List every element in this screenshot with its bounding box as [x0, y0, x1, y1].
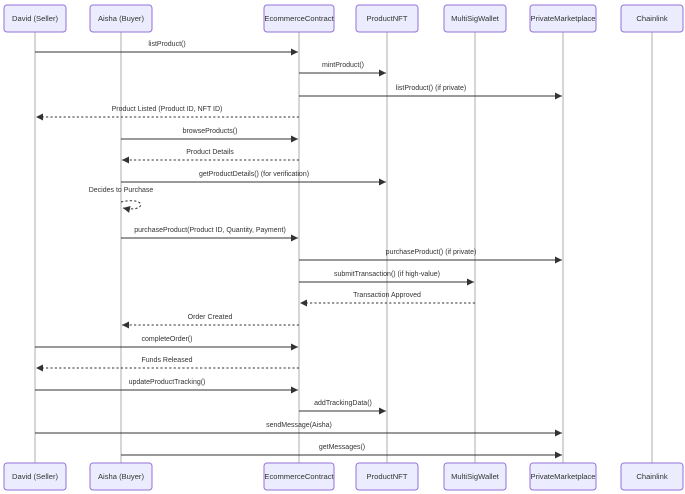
- actor-aisha-bottom: Aisha (Buyer): [89, 462, 153, 491]
- actor-label: David (Seller): [12, 472, 58, 481]
- actor-label: Chainlink: [636, 14, 667, 23]
- message-label: Funds Released: [142, 357, 193, 364]
- actor-box: [355, 462, 419, 491]
- message-3: listProduct() (if private): [299, 85, 562, 100]
- message-13: Order Created: [122, 314, 299, 329]
- actor-productnft-bottom: ProductNFT: [355, 462, 419, 491]
- message-17: addTrackingData(): [299, 400, 386, 415]
- message-label: Decides to Purchase: [89, 187, 154, 194]
- actor-multisig-bottom: MultiSigWallet: [443, 462, 507, 491]
- message-9: purchaseProduct(Product ID, Quantity, Pa…: [121, 227, 298, 242]
- message-label: sendMessage(Aisha): [266, 422, 332, 429]
- message-label: Order Created: [188, 314, 233, 321]
- actor-box: [355, 4, 419, 33]
- message-1: listProduct(): [35, 41, 298, 56]
- message-14: completeOrder(): [35, 336, 298, 351]
- message-5: browseProducts(): [121, 128, 298, 143]
- message-15: Funds Released: [36, 357, 299, 372]
- message-label: mintProduct(): [322, 62, 364, 69]
- message-2: mintProduct(): [299, 62, 386, 77]
- messages: listProduct() mintProduct() listProduct() …: [35, 41, 562, 459]
- actor-box: [529, 4, 597, 33]
- message-label: updateProductTracking(): [129, 379, 206, 386]
- actor-ecommerce-bottom: EcommerceContract: [263, 462, 335, 491]
- message-10: purchaseProduct() (if private): [299, 249, 562, 264]
- lifelines: [34, 32, 653, 463]
- message-label: Product Listed (Product ID, NFT ID): [112, 106, 223, 113]
- actor-multisig-top: MultiSigWallet: [443, 4, 507, 33]
- actor-chainlink-top: Chainlink: [620, 4, 684, 33]
- actor-box: [89, 4, 153, 33]
- message-6: Product Details: [122, 149, 299, 164]
- message-label: listProduct() (if private): [396, 85, 466, 92]
- message-label: addTrackingData(): [314, 400, 372, 407]
- message-label: submitTransaction() (if high-value): [334, 271, 440, 278]
- actor-ecommerce-top: EcommerceContract: [263, 4, 335, 33]
- actor-label: Aisha (Buyer): [98, 14, 144, 23]
- message-label: getProductDetails() (for verification): [199, 171, 309, 178]
- actor-box: [443, 462, 507, 491]
- actor-box: [3, 462, 67, 491]
- actor-label: EcommerceContract: [264, 14, 334, 23]
- actor-chainlink-bottom: Chainlink: [620, 462, 684, 491]
- message-label: browseProducts(): [183, 128, 238, 135]
- message-11: submitTransaction() (if high-value): [299, 271, 474, 286]
- message-19: getMessages(): [121, 444, 562, 459]
- actor-box: [263, 4, 335, 33]
- actor-private-bottom: PrivateMarketplace: [529, 462, 597, 491]
- actor-label: Chainlink: [636, 472, 667, 481]
- actor-aisha-top: Aisha (Buyer): [89, 4, 153, 33]
- message-16: updateProductTracking(): [35, 379, 298, 394]
- message-8: Decides to Purchase: [89, 187, 154, 213]
- actor-box: [443, 4, 507, 33]
- actor-label: PrivateMarketplace: [531, 14, 596, 23]
- message-label: completeOrder(): [142, 336, 193, 343]
- actor-label: MultiSigWallet: [451, 14, 500, 23]
- actor-david-top: David (Seller): [3, 4, 67, 33]
- message-label: Product Details: [186, 149, 234, 156]
- actor-label: PrivateMarketplace: [531, 472, 596, 481]
- message-label: purchaseProduct(Product ID, Quantity, Pa…: [134, 227, 286, 234]
- actor-box: [529, 462, 597, 491]
- message-arrow: [120, 200, 142, 213]
- actor-david-bottom: David (Seller): [3, 462, 67, 491]
- message-label: listProduct(): [148, 41, 185, 48]
- message-label: purchaseProduct() (if private): [386, 249, 477, 256]
- actor-label: Aisha (Buyer): [98, 472, 144, 481]
- message-7: getProductDetails() (for verification): [121, 171, 386, 186]
- actor-label: David (Seller): [12, 14, 58, 23]
- actor-box: [3, 4, 67, 33]
- actor-box: [620, 4, 684, 33]
- actor-label: ProductNFT: [367, 14, 408, 23]
- actor-label: MultiSigWallet: [451, 472, 500, 481]
- actor-private-top: PrivateMarketplace: [529, 4, 597, 33]
- message-label: getMessages(): [319, 444, 365, 451]
- actors-top: David (Seller) Aisha (Buyer) EcommerceCont…: [3, 4, 684, 33]
- actor-label: EcommerceContract: [264, 472, 334, 481]
- actor-box: [263, 462, 335, 491]
- message-4: Product Listed (Product ID, NFT ID): [36, 106, 299, 121]
- message-label: Transaction Approved: [353, 292, 421, 299]
- message-18: sendMessage(Aisha): [35, 422, 562, 437]
- actor-box: [89, 462, 153, 491]
- actors-bottom: David (Seller) Aisha (Buyer) EcommerceCont…: [3, 462, 684, 491]
- actor-label: ProductNFT: [367, 472, 408, 481]
- message-12: Transaction Approved: [300, 292, 475, 307]
- actor-box: [620, 462, 684, 491]
- actor-productnft-top: ProductNFT: [355, 4, 419, 33]
